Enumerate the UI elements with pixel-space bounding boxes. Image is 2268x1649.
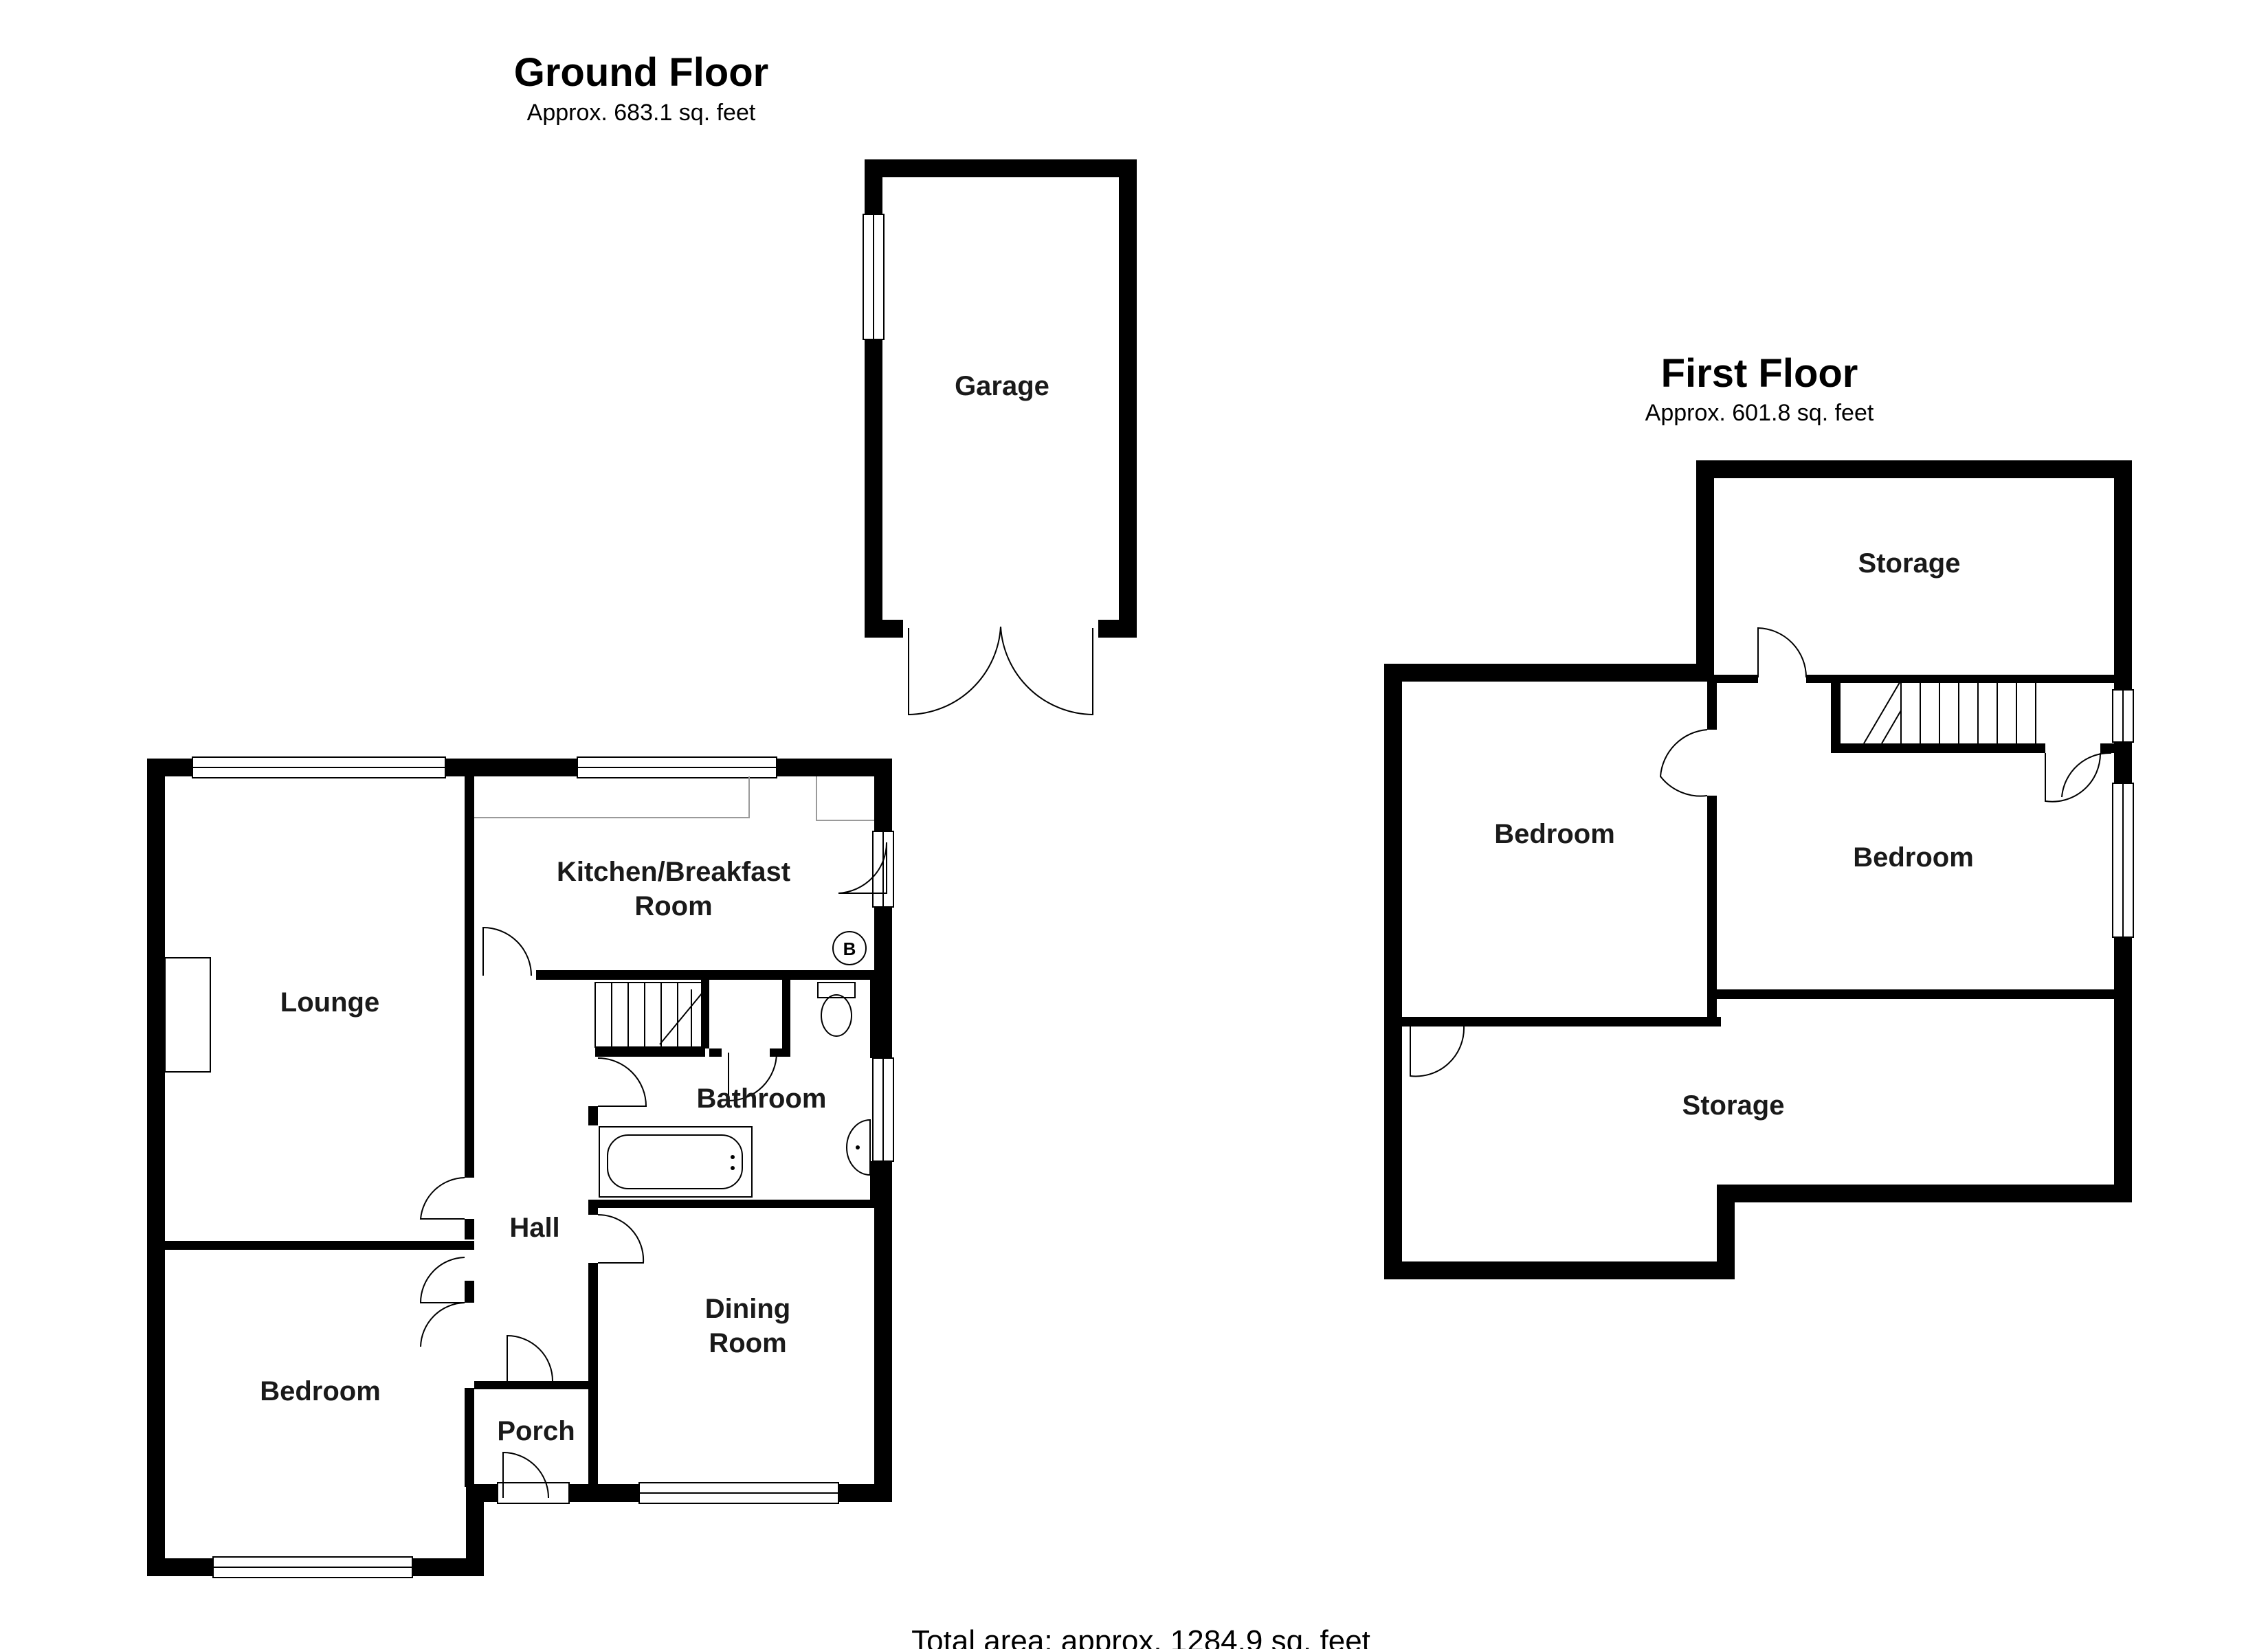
bedroom-right-door-2 bbox=[2061, 752, 2112, 798]
porch-window bbox=[497, 1482, 570, 1504]
first-floor-area: Approx. 601.8 sq. feet bbox=[1645, 400, 1874, 426]
garage-door-right bbox=[1000, 626, 1093, 716]
first-floor-walls bbox=[1384, 460, 2134, 1279]
bedroom-door bbox=[420, 1302, 465, 1347]
first-floor-title: First Floor bbox=[1661, 351, 1858, 396]
toilet-icon bbox=[817, 982, 856, 1037]
kitchen-door bbox=[482, 926, 532, 976]
garage-door-left bbox=[908, 626, 1001, 716]
ground-floor-area: Approx. 683.1 sq. feet bbox=[527, 100, 756, 126]
kitchen-side-door bbox=[838, 842, 888, 894]
dining-room-label-line2: Room bbox=[709, 1328, 786, 1358]
bathroom-door-upper bbox=[597, 1057, 647, 1107]
ground-floor-title: Ground Floor bbox=[514, 50, 769, 95]
storage-bottom-door bbox=[1410, 1026, 1465, 1077]
bedroom-left-door bbox=[1659, 729, 1708, 797]
first-floor-bedroom-left-label: Bedroom bbox=[1494, 819, 1615, 849]
first-floor-bedroom-right-label: Bedroom bbox=[1853, 842, 1974, 873]
bedroom-label: Bedroom bbox=[260, 1376, 381, 1406]
bathroom-door-inner bbox=[728, 1052, 777, 1102]
lounge-label: Lounge bbox=[280, 987, 379, 1018]
porch-label: Porch bbox=[497, 1416, 575, 1446]
storage-top-door bbox=[1757, 627, 1807, 678]
hall-door-left bbox=[419, 1257, 465, 1303]
kitchen-label-line1: Kitchen/Breakfast bbox=[557, 857, 790, 887]
bedroom-right-door bbox=[2045, 752, 2102, 803]
first-floor-storage-top-label: Storage bbox=[1858, 548, 1961, 579]
hall-label: Hall bbox=[509, 1213, 559, 1243]
total-area: Total area: approx. 1284.9 sq. feet bbox=[911, 1624, 1370, 1649]
bath-icon bbox=[599, 1126, 753, 1198]
ground-floor-walls: B bbox=[147, 756, 894, 1578]
fireplace bbox=[164, 957, 211, 1073]
front-door bbox=[502, 1451, 549, 1499]
porch-inner-door bbox=[507, 1334, 553, 1382]
basin-icon bbox=[846, 1119, 871, 1176]
garage-label: Garage bbox=[955, 371, 1049, 401]
boiler-icon bbox=[832, 931, 867, 965]
bathroom-label: Bathroom bbox=[697, 1084, 827, 1114]
dining-room-label-line1: Dining bbox=[705, 1294, 790, 1324]
first-floor-stairs bbox=[1863, 680, 2036, 744]
first-floor-storage-bottom-label: Storage bbox=[1682, 1090, 1785, 1121]
kitchen-label-line2: Room bbox=[634, 891, 712, 921]
ground-floor-stairs bbox=[594, 982, 706, 1048]
boiler-symbol: B bbox=[843, 939, 856, 959]
garage-structure bbox=[863, 159, 1137, 716]
dining-room-door bbox=[597, 1213, 645, 1264]
lounge-door bbox=[419, 1177, 465, 1220]
